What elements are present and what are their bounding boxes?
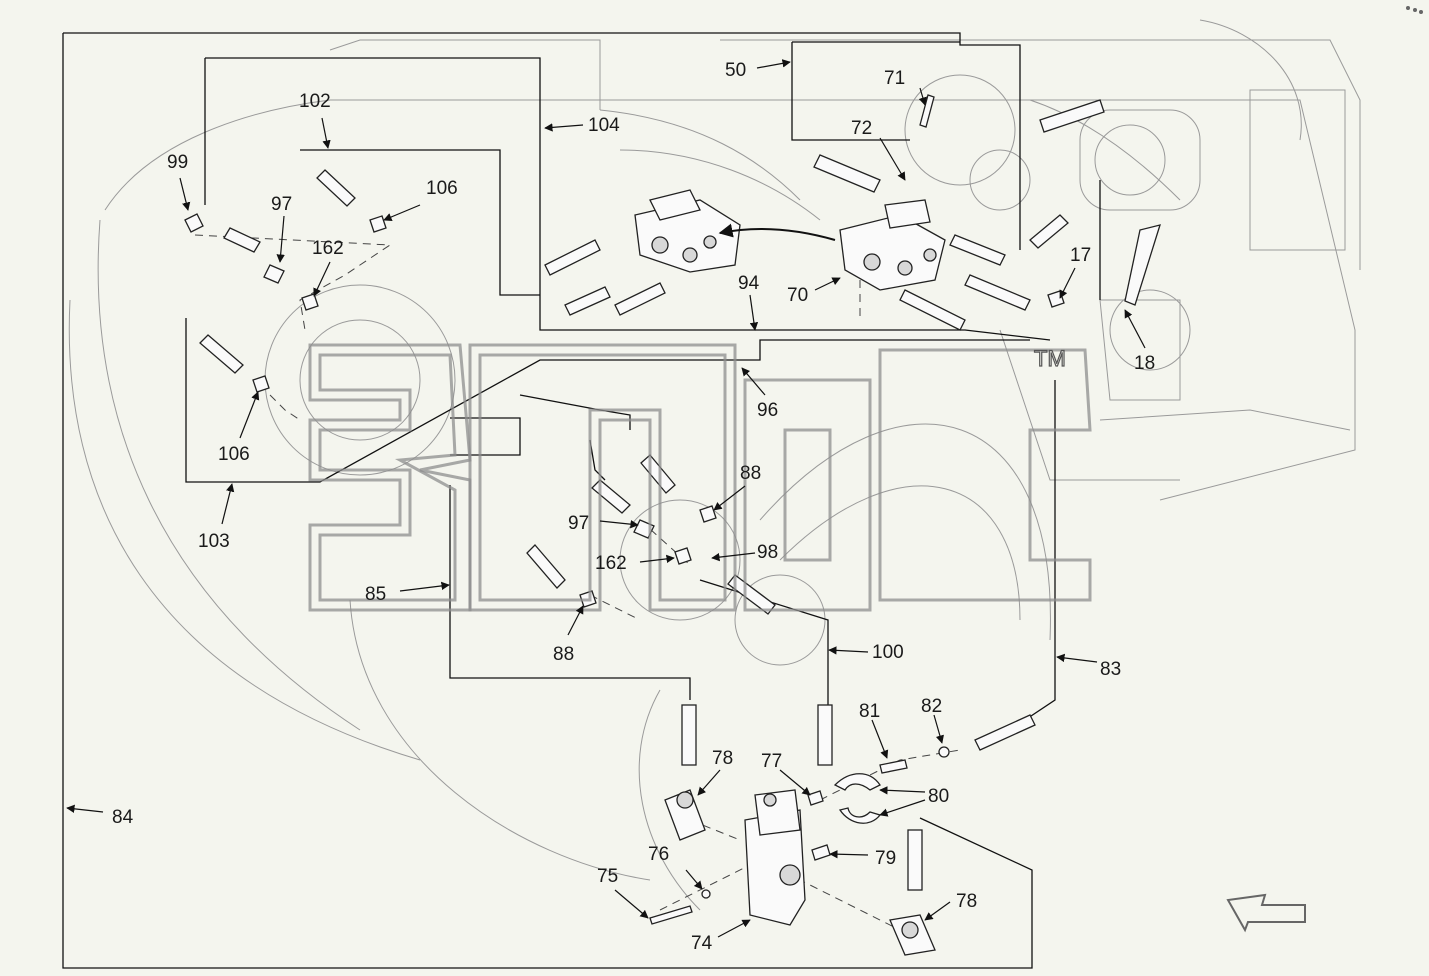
frame-103 — [185, 318, 1030, 483]
callout-88-upper: 88 — [740, 463, 761, 484]
watermark-logo: TM — [308, 343, 1092, 612]
callout-162-upper: 162 — [312, 238, 344, 259]
valve-block-upper — [634, 189, 741, 273]
valve-block-70 — [839, 199, 946, 291]
callout-162-lower: 162 — [595, 553, 627, 574]
o-ring-76 — [701, 889, 711, 899]
frame-83 — [1009, 380, 1056, 731]
callout-98: 98 — [757, 542, 778, 563]
callout-72: 72 — [851, 118, 872, 139]
clamp-halves-80 — [833, 773, 882, 824]
callout-100: 100 — [872, 642, 904, 663]
callout-80: 80 — [928, 786, 949, 807]
callout-81: 81 — [859, 701, 880, 722]
callout-96: 96 — [757, 400, 778, 421]
callout-106-upper: 106 — [426, 178, 458, 199]
callout-102: 102 — [299, 91, 331, 112]
callout-97-upper: 97 — [271, 194, 292, 215]
callout-76: 76 — [648, 844, 669, 865]
frame-104 — [205, 57, 1051, 341]
callout-labels: 50 71 72 104 102 99 106 97 162 70 94 17 … — [112, 60, 1155, 954]
callout-77: 77 — [761, 751, 782, 772]
callout-18: 18 — [1134, 353, 1155, 374]
fitting-77 — [807, 790, 824, 806]
callout-75: 75 — [597, 866, 618, 887]
callout-104: 104 — [588, 115, 620, 136]
callout-50: 50 — [725, 60, 746, 81]
elbow-fitting-78-upper — [664, 789, 706, 841]
callout-85: 85 — [365, 584, 386, 605]
callout-78-lower: 78 — [956, 891, 977, 912]
callout-17: 17 — [1070, 245, 1091, 266]
callout-83: 83 — [1100, 659, 1121, 680]
leader-lines — [66, 59, 1146, 938]
callout-74: 74 — [691, 933, 713, 954]
callout-99: 99 — [167, 152, 188, 173]
callout-88-lower: 88 — [553, 644, 574, 665]
trademark-text: TM — [1034, 346, 1066, 371]
sheet-corner-icon — [1406, 6, 1423, 14]
callout-82: 82 — [921, 696, 942, 717]
callout-97-lower: 97 — [568, 513, 589, 534]
callout-106-lower: 106 — [218, 444, 250, 465]
callout-79: 79 — [875, 848, 896, 869]
assembly-frame-84 — [63, 32, 1021, 250]
callout-103: 103 — [198, 531, 230, 552]
direction-arrow-icon — [1226, 893, 1306, 933]
plug-79 — [811, 844, 831, 861]
elbow-fitting-78-lower — [889, 914, 936, 956]
bolt-75 — [649, 905, 693, 925]
callout-94: 94 — [738, 273, 760, 294]
callout-84: 84 — [112, 807, 134, 828]
frame-94 — [450, 417, 521, 456]
frame-85 — [449, 485, 691, 700]
callout-78-upper: 78 — [712, 748, 733, 769]
callout-71: 71 — [884, 68, 905, 89]
control-valve-74 — [744, 789, 806, 926]
callout-70: 70 — [787, 285, 808, 306]
frame-102 — [300, 149, 540, 296]
